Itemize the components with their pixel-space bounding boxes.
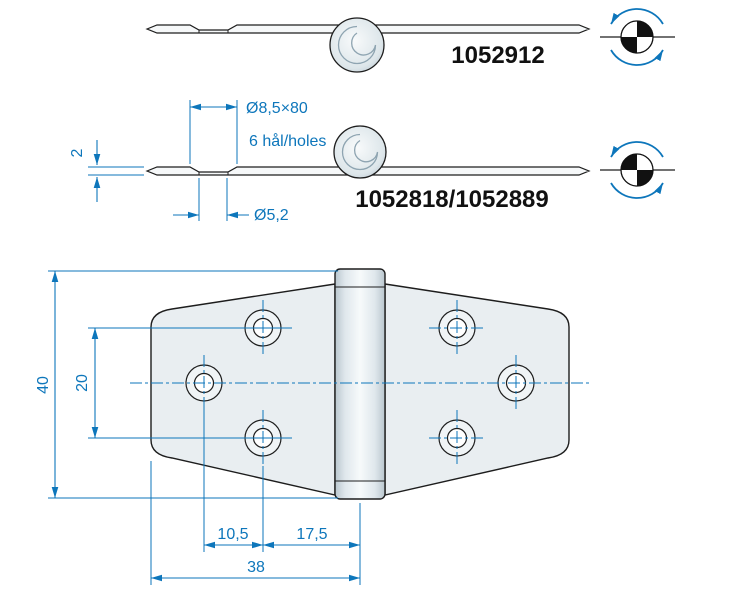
quadrant-fill — [637, 21, 653, 37]
countersink-dim-label: Ø8,5×80 — [246, 100, 308, 117]
dimension-hole-offset: 10,5 — [204, 526, 263, 549]
dimension-hole-diameter: Ø5,2 — [173, 178, 289, 224]
part-number: 1052912 — [451, 42, 544, 69]
rotation-arrow-icon — [610, 182, 664, 199]
height-dim-label: 40 — [35, 376, 52, 394]
hinge-knuckle — [333, 125, 387, 179]
flip-direction-icon — [600, 141, 675, 199]
quadrant-fill — [621, 154, 637, 170]
hole-dim-label: Ø5,2 — [254, 207, 289, 224]
side-view-flat: 1052912 — [145, 17, 591, 73]
plan-view: 40 20 10,5 17,5 38 — [35, 268, 590, 585]
hole-spacing-dim-label: 20 — [74, 374, 91, 392]
dimension-countersink: Ø8,5×80 6 hål/holes — [189, 100, 326, 164]
rolled-knuckle-swirl — [337, 25, 377, 65]
dimension-hole-spacing: 20 — [74, 328, 99, 438]
hinge-leaf-right — [384, 283, 570, 496]
hinge-leaf-left — [150, 283, 336, 496]
holes-count-label: 6 hål/holes — [249, 132, 326, 150]
dimension-thickness: 2 — [69, 140, 144, 202]
quadrant-fill — [621, 37, 637, 53]
rotation-arrow-icon — [610, 49, 664, 66]
thickness-dim-label: 2 — [69, 148, 86, 157]
dimension-height: 40 — [35, 271, 59, 498]
rotation-arrow-icon — [610, 141, 664, 158]
leaf-width-dim-label: 38 — [247, 559, 265, 576]
hinge-barrel — [334, 268, 386, 500]
quadrant-fill — [637, 170, 653, 186]
hole-offset-dim-label: 10,5 — [217, 526, 248, 543]
side-view-flipped: 1052818/1052889 — [145, 125, 591, 213]
hole-to-pin-dim-label: 17,5 — [296, 526, 327, 543]
rolled-knuckle-swirl — [341, 133, 379, 171]
part-number: 1052818/1052889 — [355, 186, 549, 213]
dimension-leaf-width: 38 — [151, 559, 360, 582]
extension-lines — [48, 270, 361, 585]
flip-direction-icon — [600, 8, 675, 66]
rotation-arrow-icon — [610, 8, 664, 25]
dimension-hole-to-pin: 17,5 — [263, 526, 360, 549]
